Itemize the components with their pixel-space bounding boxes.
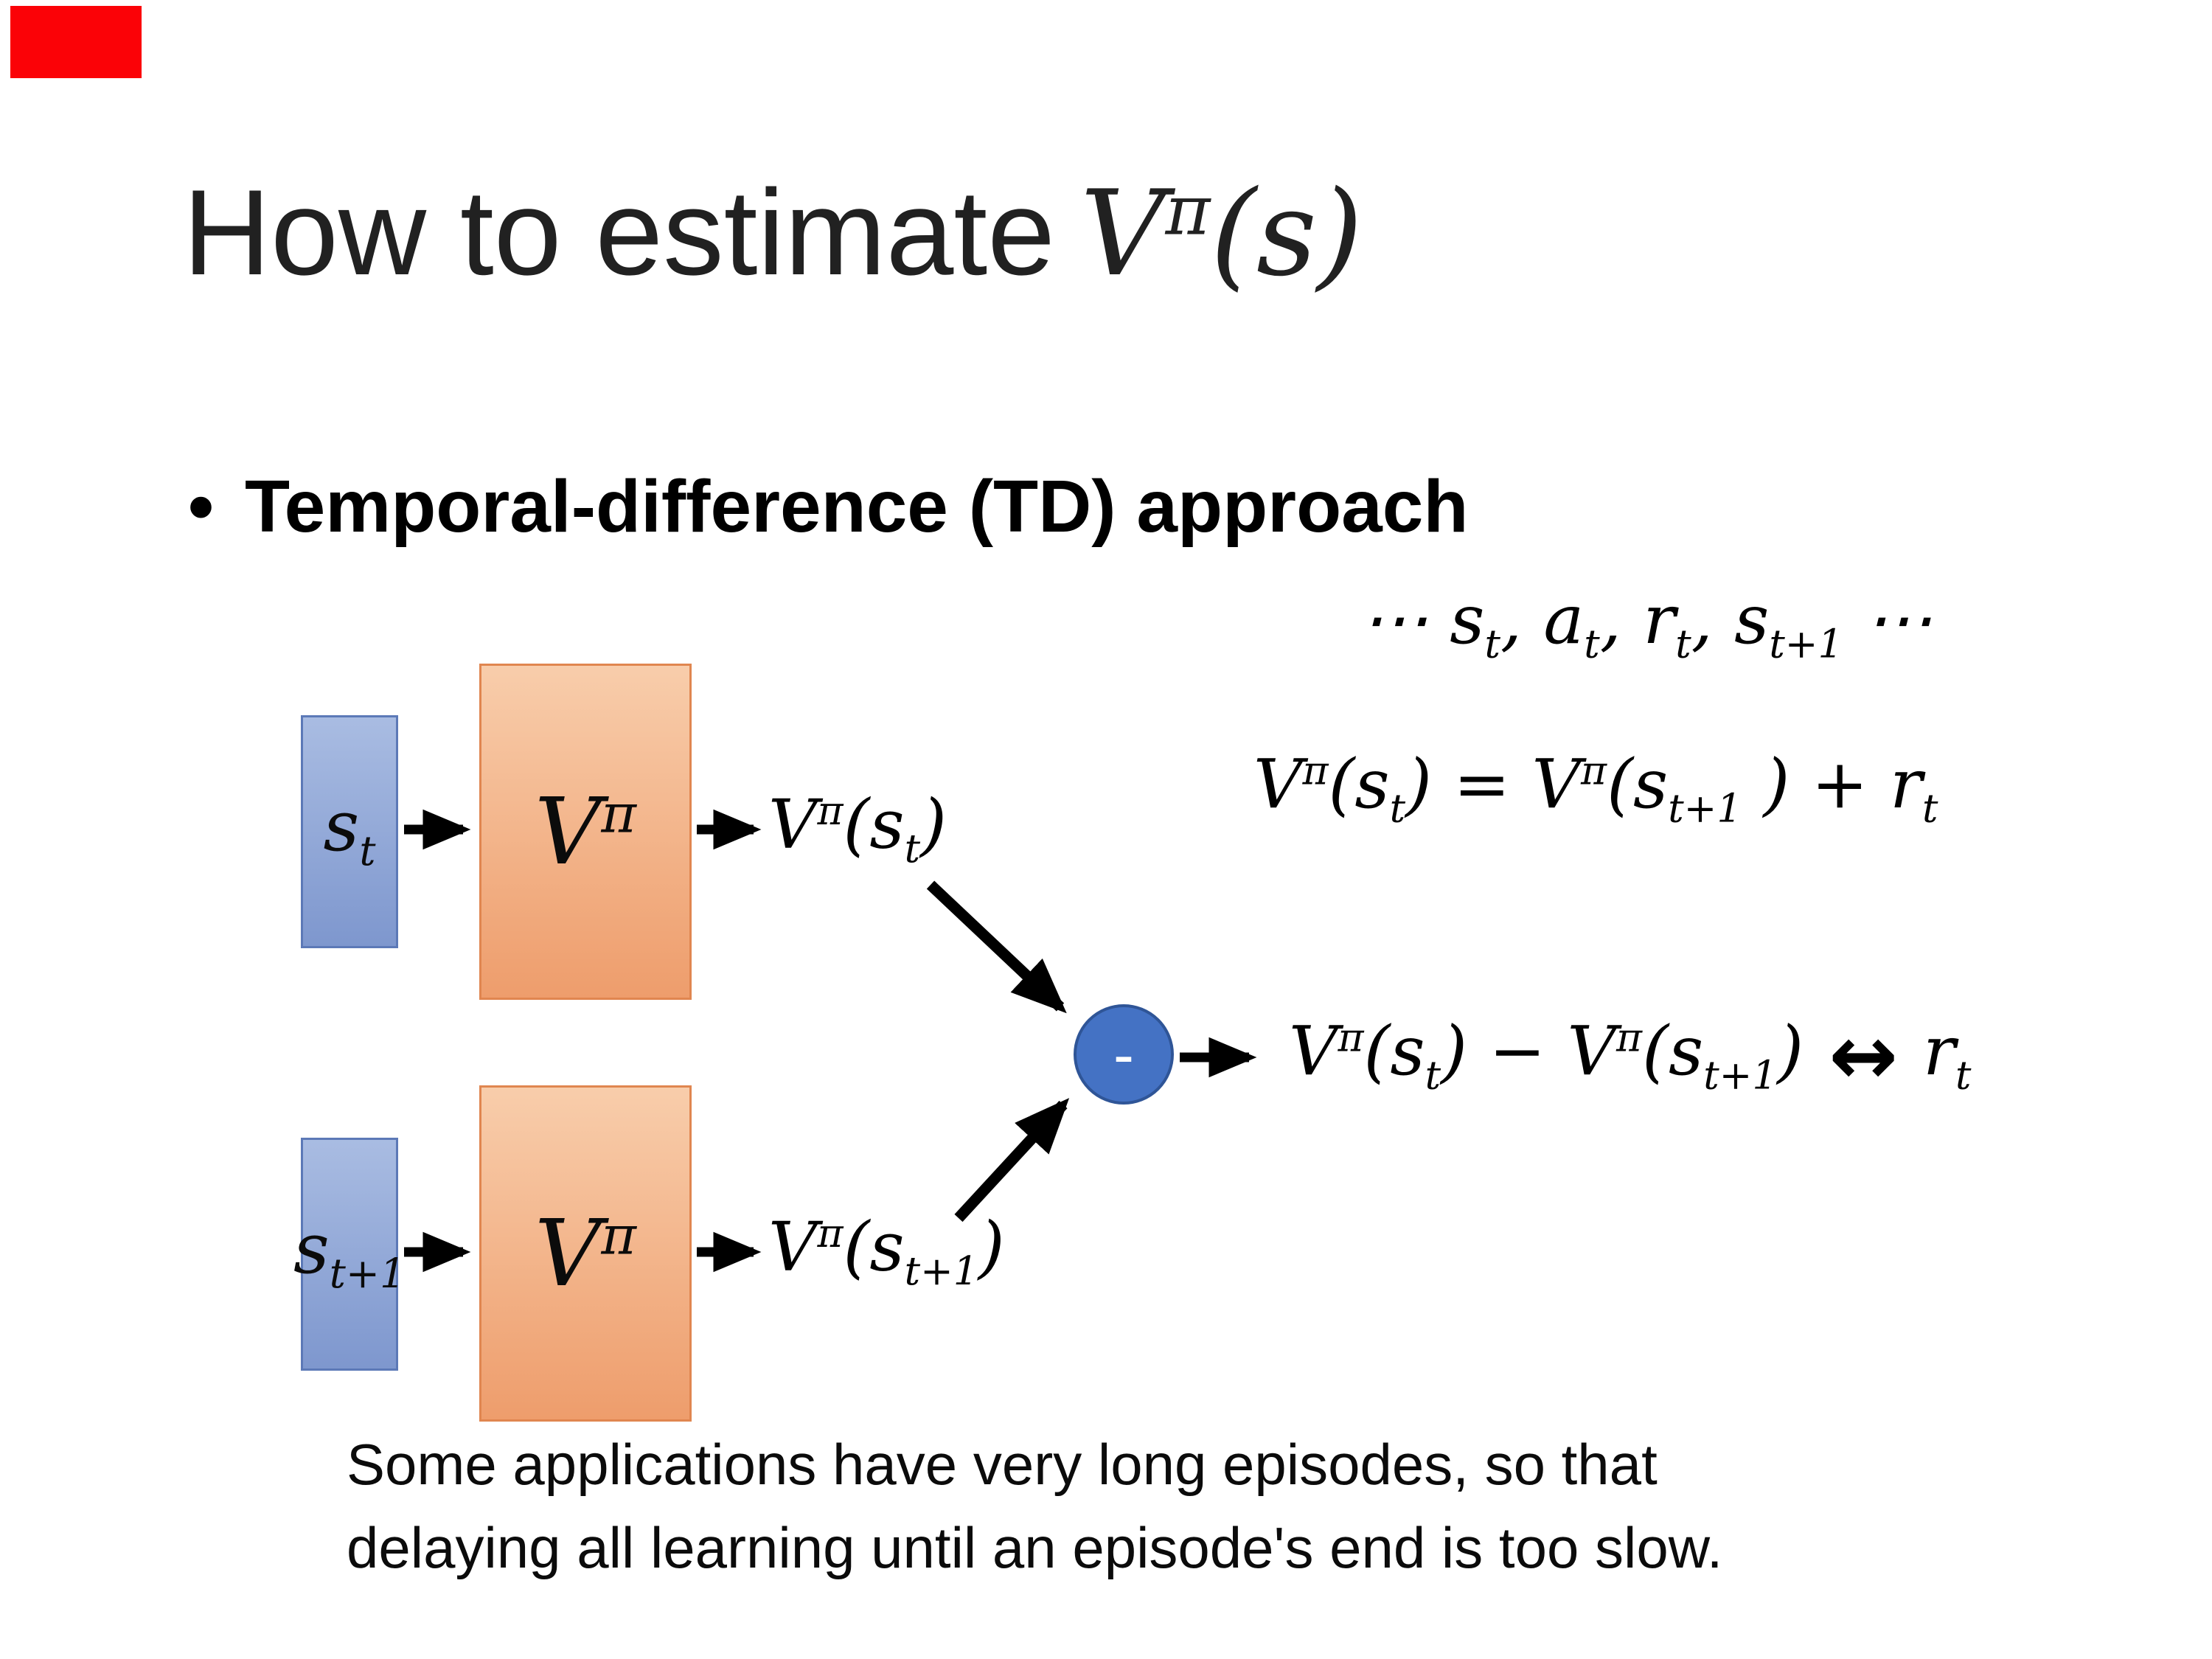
note-text: Some applications have very long episode…: [347, 1423, 1722, 1590]
value-label-bottom: Vπ: [535, 1200, 636, 1307]
state-label-bottom: st+1: [293, 1208, 406, 1297]
output-label-bottom: Vπ(st+1): [768, 1207, 1005, 1295]
page-title-text: How to estimate: [183, 164, 1055, 300]
red-marker: [10, 6, 142, 78]
bullet-marker: •: [188, 465, 215, 548]
minus-sign: -: [1113, 1020, 1134, 1089]
state-box-top: st: [301, 715, 398, 948]
bullet-text: Temporal-difference (TD) approach: [245, 465, 1469, 548]
page-title: How to estimate Vπ(s): [183, 164, 1363, 302]
value-box-top: Vπ: [479, 664, 692, 1000]
output-label-top: Vπ(st): [768, 785, 947, 872]
td-equation: Vπ(st) = Vπ(st+1 ) + rt: [1253, 745, 1938, 832]
arrow-output-bottom-to-minus: [954, 1098, 1070, 1222]
reward-label: rt: [1923, 1011, 1972, 1099]
difference-lhs: Vπ(st) − Vπ(st+1): [1289, 1011, 1804, 1099]
value-label-top: Vπ: [535, 778, 636, 886]
double-arrow-icon: ↔: [1829, 1008, 1899, 1104]
arrow-output-top-to-minus: [926, 880, 1067, 1014]
difference-equation: Vπ(st) − Vπ(st+1) ↔ rt: [1289, 1015, 1971, 1097]
trajectory-formula: ⋯ st, at, rt, st+1 ⋯: [1360, 580, 1933, 667]
bullet-line: • Temporal-difference (TD) approach: [188, 465, 1469, 549]
page-title-math: Vπ(s): [1079, 164, 1363, 302]
state-label-top: st: [323, 785, 376, 874]
minus-node: -: [1074, 1004, 1174, 1105]
state-box-bottom: st+1: [293, 1138, 406, 1371]
note-line-1: Some applications have very long episode…: [347, 1432, 1658, 1497]
note-line-2: delaying all learning until an episode's…: [347, 1515, 1723, 1581]
value-box-bottom: Vπ: [479, 1085, 692, 1422]
